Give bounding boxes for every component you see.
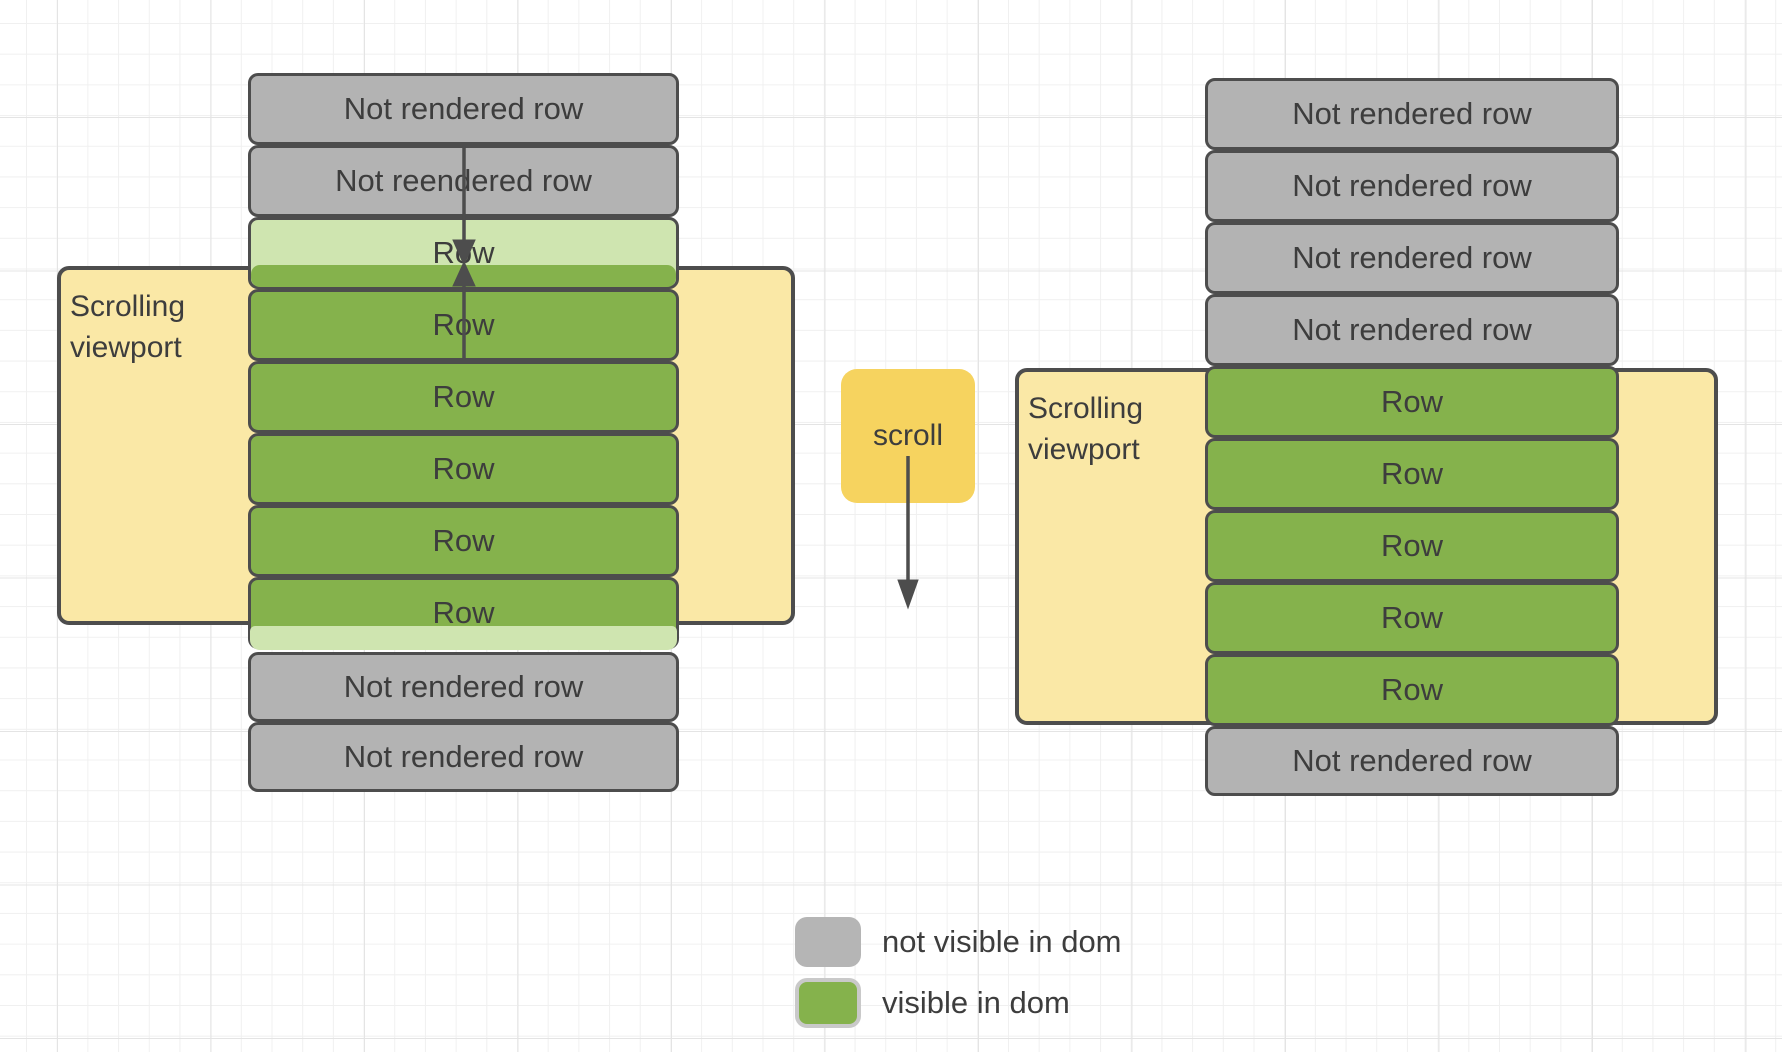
row-visible: Row (1205, 438, 1619, 510)
row-label: Row (432, 451, 495, 486)
row-hidden: Not rendered row (1205, 150, 1619, 222)
row-label: Row (432, 235, 495, 270)
row-label: Not rendered row (343, 739, 584, 774)
row-partial-bottom: Row (248, 577, 679, 650)
row-label: Row (1380, 456, 1443, 491)
row-label: Row (432, 523, 495, 558)
row-label: Not rendered row (1292, 743, 1532, 778)
row-label: Row (1380, 672, 1443, 707)
row-label: Not rendered row (1292, 312, 1532, 347)
row-label: Row (1380, 600, 1443, 635)
row-visible: Row (1205, 654, 1619, 726)
row-label: Not rendered row (1292, 240, 1532, 275)
legend-swatch-green (795, 978, 861, 1028)
row-label: Row (1380, 384, 1443, 419)
legend-item: not visible in dom (795, 917, 1122, 967)
right-viewport-label: Scrolling viewport (1028, 392, 1144, 466)
left-viewport-label: Scrolling viewport (70, 290, 186, 364)
row-hidden: Not rendered row (1205, 222, 1619, 294)
row-hidden: Not rendered row (1205, 78, 1619, 150)
row-visible: Row (1205, 510, 1619, 582)
row-hidden: Not rendered row (1205, 726, 1619, 796)
row-label: Not rendered row (343, 669, 584, 704)
row-visible: Row (248, 505, 679, 577)
row-visible: Row (248, 361, 679, 433)
legend-swatch-gray (795, 917, 861, 967)
row-visible: Row (248, 433, 679, 505)
row-hidden: Not rendered row (248, 73, 679, 145)
row-label: Row (432, 595, 495, 630)
row-label: Row (432, 307, 495, 342)
row-label: Not rendered row (1292, 96, 1532, 131)
row-hidden: Not rendered row (248, 652, 679, 722)
row-partial-top: Row (248, 217, 679, 289)
row-label: Not reendered row (335, 163, 592, 198)
legend-label: not visible in dom (882, 924, 1122, 959)
legend: not visible in dom visible in dom (795, 917, 1122, 1028)
legend-item: visible in dom (795, 978, 1122, 1028)
row-label: Row (432, 379, 495, 414)
row-label: Row (1380, 528, 1443, 563)
row-visible: Row (248, 289, 679, 361)
row-label: Not rendered row (1292, 168, 1532, 203)
scroll-hint-box: scroll (841, 369, 975, 503)
row-label: Not rendered row (343, 91, 584, 126)
row-visible: Row (1205, 366, 1619, 438)
row-hidden: Not rendered row (1205, 294, 1619, 366)
legend-label: visible in dom (882, 985, 1070, 1020)
row-hidden: Not reendered row (248, 145, 679, 217)
scroll-hint-label: scroll (872, 419, 943, 452)
row-visible: Row (1205, 582, 1619, 654)
row-hidden: Not rendered row (248, 722, 679, 792)
